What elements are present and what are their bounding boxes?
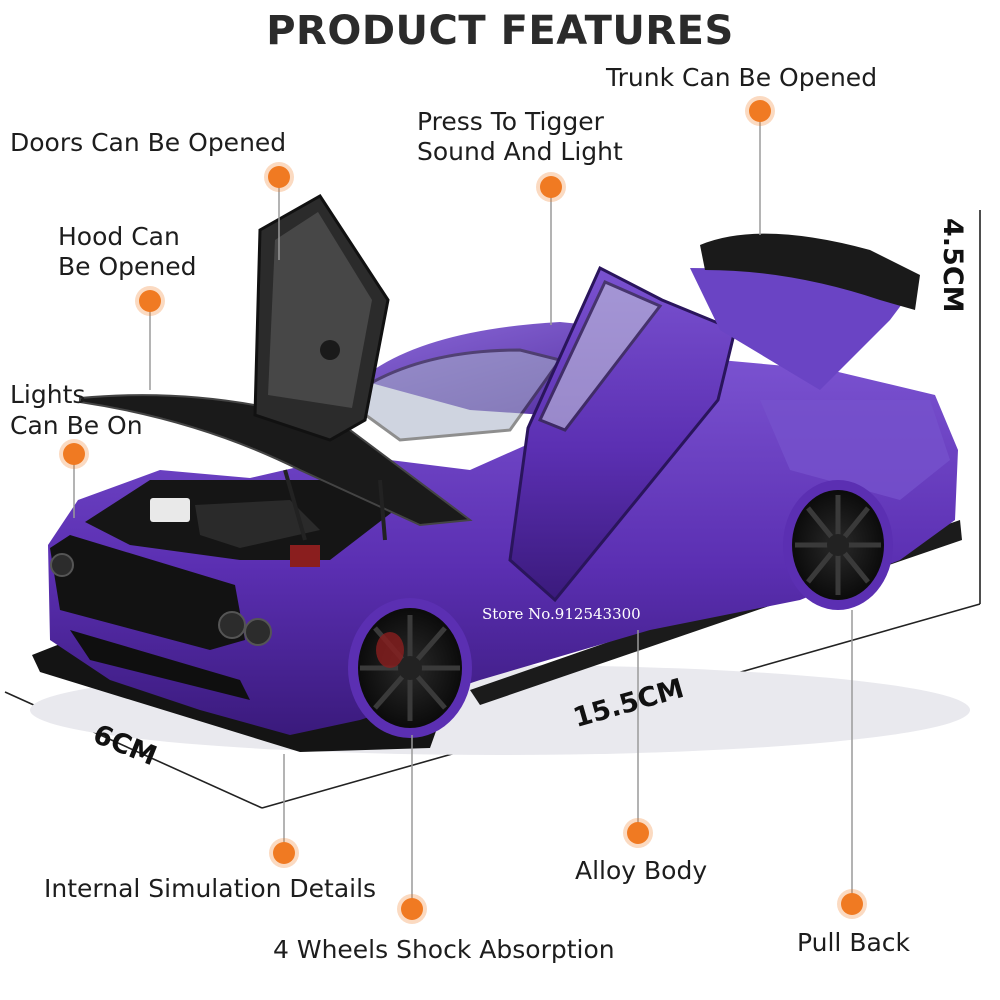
label-wheels: 4 Wheels Shock Absorption	[273, 935, 615, 964]
label-hood-line2: Be Opened	[58, 252, 197, 281]
car-body	[48, 360, 958, 735]
right-door-open	[508, 265, 737, 603]
label-internal: Internal Simulation Details	[44, 874, 377, 903]
label-alloy: Alloy Body	[575, 856, 708, 885]
front-grille	[50, 535, 245, 650]
marker-hood	[139, 290, 161, 312]
front-wheel	[348, 598, 472, 738]
pointer-lines	[73, 112, 853, 908]
label-lights-line1: Lights	[10, 380, 86, 409]
label-trunk: Trunk Can Be Opened	[606, 63, 878, 92]
label-sound-light-line2: Sound And Light	[417, 137, 623, 166]
marker-wheels	[401, 898, 423, 920]
open-hood	[79, 394, 473, 527]
page-title: PRODUCT FEATURES	[266, 8, 734, 54]
dimension-height: 4.5CM	[937, 218, 968, 313]
rear-spoiler	[700, 233, 920, 310]
label-pullback: Pull Back	[797, 928, 911, 957]
marker-alloy	[627, 822, 649, 844]
marker-lights	[63, 443, 85, 465]
store-watermark: Store No.912543300	[482, 605, 641, 623]
marker-pullback	[841, 893, 863, 915]
open-trunk	[690, 268, 905, 390]
label-sound-light-line1: Press To Tigger	[417, 107, 604, 136]
marker-sound-light	[540, 176, 562, 198]
label-doors: Doors Can Be Opened	[10, 128, 287, 157]
marker-internal	[273, 842, 295, 864]
label-lights-line2: Can Be On	[10, 411, 143, 440]
marker-trunk	[749, 100, 771, 122]
label-hood-line1: Hood Can	[58, 222, 180, 251]
marker-doors	[268, 166, 290, 188]
rear-wheel	[783, 480, 893, 610]
